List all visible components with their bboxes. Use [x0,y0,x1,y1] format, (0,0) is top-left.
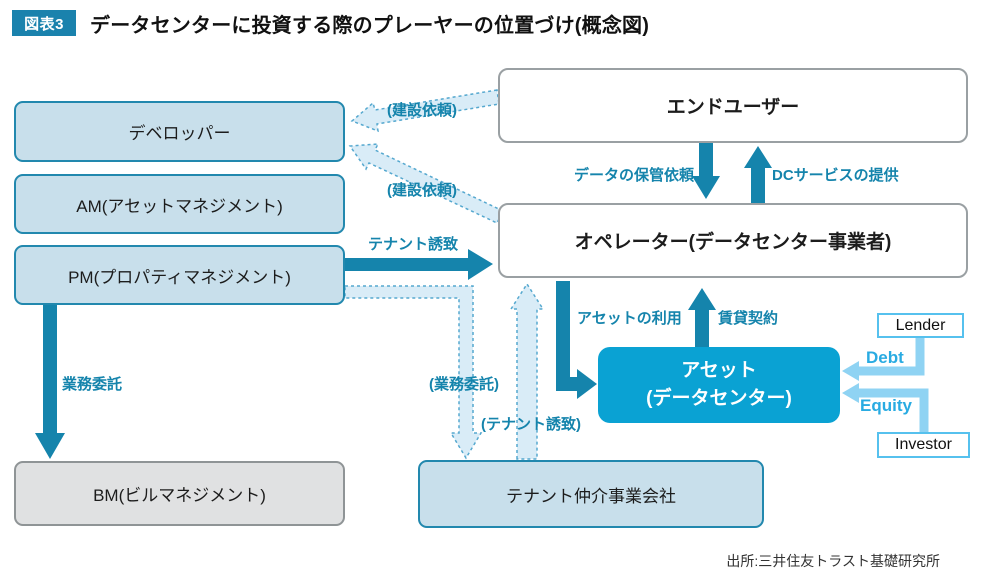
arrow-dc-service-provision [744,146,772,203]
label-construction-request-lower: (建設依頼) [387,182,457,199]
asset-label-line2: (データセンター) [646,388,792,409]
box-developer: デベロッパー [14,101,345,162]
arrow-lease-contract [688,288,716,347]
label-equity: Equity [860,396,912,415]
box-building-management: BM(ビルマネジメント) [14,461,345,526]
arrow-debt-head [842,361,859,381]
box-operator: オペレーター(データセンター事業者) [498,203,968,278]
source-note: 出所:三井住友トラスト基礎研究所 [726,553,940,569]
arrow-construction-request-lower [348,143,505,224]
box-end-user: エンドユーザー [498,68,968,143]
label-debt: Debt [866,348,904,367]
box-asset-management: AM(アセットマネジメント) [14,174,345,234]
box-lender: Lender [877,313,964,338]
arrow-equity-head [842,383,859,403]
arrow-outsourcing-indirect [344,285,483,460]
arrow-outsourcing [35,305,65,459]
arrow-data-storage-request [692,143,720,199]
label-dc-service-provision: DCサービスの提供 [772,167,899,184]
arrow-asset-use [556,281,597,399]
arrow-debt [858,337,925,376]
box-investor: Investor [877,432,970,458]
label-tenant-attraction: テナント誘致 [368,236,459,253]
arrow-equity [858,388,929,432]
box-property-management: PM(プロパティマネジメント) [14,245,345,305]
arrow-tenant-attraction-indirect [509,282,545,460]
box-tenant-broker: テナント仲介事業会社 [418,460,764,528]
arrow-construction-request-upper [350,89,500,133]
figure-number-badge: 図表3 [12,10,76,36]
label-tenant-attraction-indirect: (テナント誘致) [481,416,581,433]
label-outsourcing-indirect: (業務委託) [429,376,499,393]
arrow-tenant-attraction [345,249,493,280]
box-asset-datacenter: アセット (データセンター) [598,347,840,423]
label-asset-use: アセットの利用 [577,310,682,327]
label-construction-request-upper: (建設依頼) [387,102,457,119]
label-lease-contract: 賃貸契約 [718,310,779,327]
figure-title: データセンターに投資する際のプレーヤーの位置づけ(概念図) [90,15,650,37]
label-data-storage-request: データの保管依頼 [573,167,694,184]
asset-label-line1: アセット [681,360,757,382]
label-outsourcing: 業務委託 [62,376,123,393]
